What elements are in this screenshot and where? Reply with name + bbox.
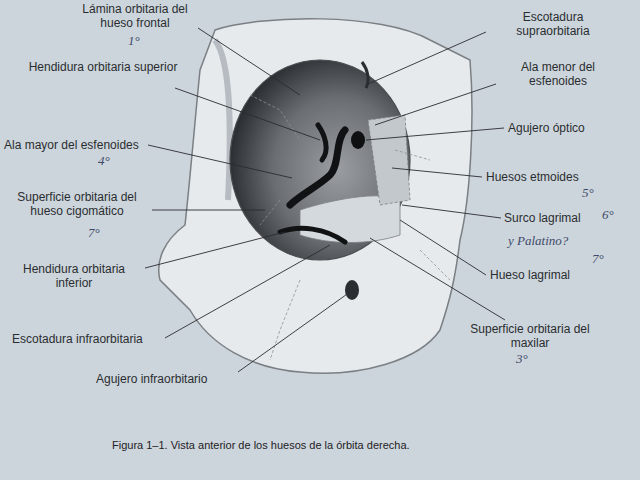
skull-shading [215, 40, 230, 200]
part-label: Hendidura orbitaria inferior [4, 262, 144, 290]
orbit [230, 60, 410, 260]
part-label: Superficie orbitaria del maxilar [470, 322, 590, 350]
part-label: Lámina orbitaria del hueso frontal [70, 2, 200, 30]
part-label: Escotadura supraorbitaria [488, 10, 618, 38]
handwritten-note: 5° [582, 186, 594, 200]
handwritten-note: 7° [88, 226, 100, 240]
part-label: Superficie orbitaria del hueso cigomátic… [4, 190, 150, 218]
leader-lines [145, 28, 505, 372]
handwritten-note: 7° [592, 252, 604, 266]
part-label: Ala menor del esfenoides [498, 60, 618, 88]
handwritten-note: y Palatino? [508, 234, 568, 248]
part-label: Agujero infraorbitario [96, 372, 256, 386]
inferior-fissure [280, 228, 345, 242]
part-label: Hendidura orbitaria superior [28, 60, 178, 74]
superior-fissure [290, 130, 345, 205]
handwritten-note: 6° [602, 208, 614, 222]
handwritten-note: 1° [128, 34, 140, 48]
skull-outline [159, 19, 472, 373]
part-label: Huesos etmoides [486, 170, 596, 184]
fissure [318, 125, 326, 160]
handwritten-note: 3° [516, 352, 528, 366]
part-label: Escotadura infraorbitaria [12, 332, 162, 346]
part-label: Ala mayor del esfenoides [4, 138, 146, 152]
part-label: Surco lagrimal [504, 211, 599, 225]
ethmoid [368, 115, 410, 205]
handwritten-note: 4° [98, 154, 110, 168]
optic-foramen [351, 131, 365, 149]
infraorbital-foramen [345, 280, 359, 300]
suture-lines [250, 95, 450, 360]
part-label: Hueso lagrimal [490, 268, 600, 282]
figure-caption: Figura 1–1. Vista anterior de los huesos… [112, 438, 410, 452]
part-label: Agujero óptico [508, 121, 608, 135]
